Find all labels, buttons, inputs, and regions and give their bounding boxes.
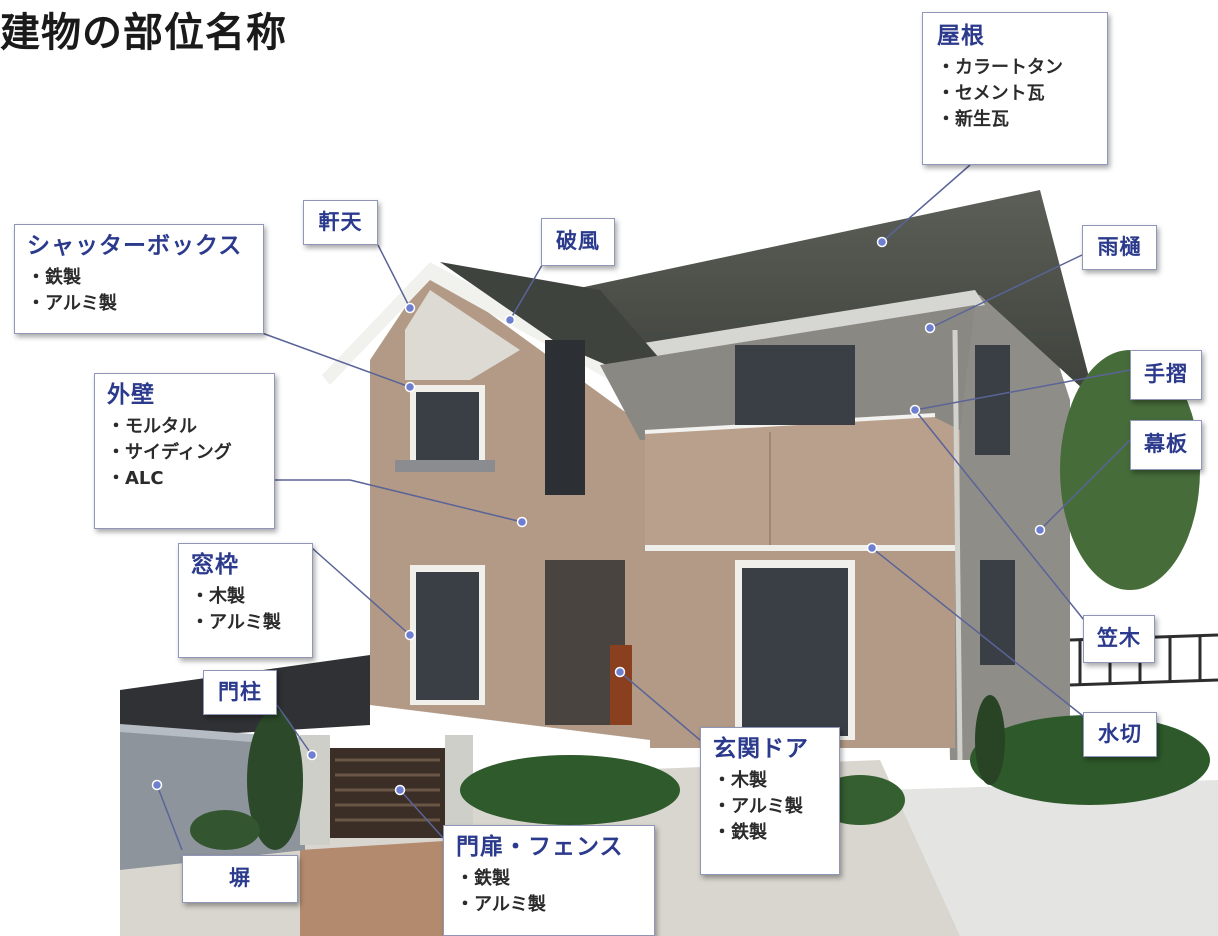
label-roof: 屋根 カラートタン セメント瓦 新生瓦 [922,12,1108,165]
label-barge-title: 破風 [556,229,600,254]
tall-window [545,340,585,495]
label-entrance-door-item: アルミ製 [713,794,827,820]
label-outer-wall-title: 外壁 [107,382,155,408]
label-entrance-door: 玄関ドア 木製 アルミ製 鉄製 [700,727,840,875]
window-upper-left-glass [416,392,479,460]
gate-bars [335,758,440,822]
label-shutter-box-item: 鉄製 [27,265,251,291]
label-entrance-door-item: 鉄製 [713,820,827,846]
label-barge: 破風 [541,218,615,266]
patio-door-glass [742,568,848,736]
left-gable-upper [405,290,520,380]
balcony [645,415,960,548]
label-outer-wall-item: ALC [107,466,262,492]
label-wall: 塀 [182,855,298,903]
label-soffit-title: 軒天 [318,209,363,234]
label-shutter-box: シャッターボックス 鉄製 アルミ製 [14,224,264,334]
label-fascia-title: 幕板 [1144,432,1188,457]
label-gate-pillar: 門柱 [203,670,277,715]
window-sill-upper [395,460,495,472]
page-title: 建物の部位名称 [0,10,287,56]
label-fascia: 幕板 [1130,420,1202,470]
label-roof-item: セメント瓦 [937,81,1093,107]
flashing-strip [645,545,960,551]
label-shutter-box-title: シャッターボックス [27,233,243,259]
label-roof-item: 新生瓦 [937,107,1093,133]
label-gutter-title: 雨樋 [1097,234,1142,259]
gate [330,748,445,838]
tree [1060,350,1200,590]
label-coping-title: 笠木 [1097,626,1141,651]
right-window-lower [980,560,1015,665]
label-shutter-box-item: アルミ製 [27,291,251,317]
marker-dots [151,236,1046,796]
label-handrail-title: 手摺 [1144,362,1188,387]
label-gate-pillar-title: 門柱 [218,679,262,704]
window-lower-left-glass [416,572,479,700]
label-outer-wall-item: モルタル [107,414,262,440]
label-outer-wall: 外壁 モルタル サイディング ALC [94,373,275,529]
label-window-frame: 窓枠 木製 アルミ製 [178,543,313,658]
entrance-door [610,645,632,725]
label-window-frame-item: アルミ製 [191,610,300,636]
label-roof-title: 屋根 [937,23,985,49]
label-gate-fence-title: 門扉・フェンス [456,834,624,860]
label-window-frame-item: 木製 [191,584,300,610]
roof-edge [600,290,985,365]
shrub [247,710,303,850]
label-entrance-door-title: 玄関ドア [713,736,809,762]
label-soffit: 軒天 [303,200,378,245]
label-gate-fence-item: 鉄製 [456,866,642,892]
label-gate-fence: 門扉・フェンス 鉄製 アルミ製 [443,825,655,936]
paving [300,840,470,936]
label-coping: 笠木 [1083,615,1155,663]
label-wall-title: 塀 [229,866,251,891]
shrub [975,695,1005,785]
label-gate-fence-item: アルミ製 [456,892,642,918]
label-flashing-title: 水切 [1098,721,1142,746]
label-roof-item: カラートタン [937,55,1093,81]
label-entrance-door-item: 木製 [713,768,827,794]
balcony-window [735,345,855,425]
label-window-frame-title: 窓枠 [191,552,239,578]
label-flashing: 水切 [1083,712,1157,757]
label-outer-wall-item: サイディング [107,440,262,466]
driveway [860,780,1218,936]
label-handrail: 手摺 [1130,350,1202,400]
hedge [460,755,680,825]
right-window-upper [975,345,1010,455]
label-gutter: 雨樋 [1082,225,1157,270]
leader-lines [156,164,1131,851]
shrub [190,810,260,850]
main-roof [570,190,1095,400]
